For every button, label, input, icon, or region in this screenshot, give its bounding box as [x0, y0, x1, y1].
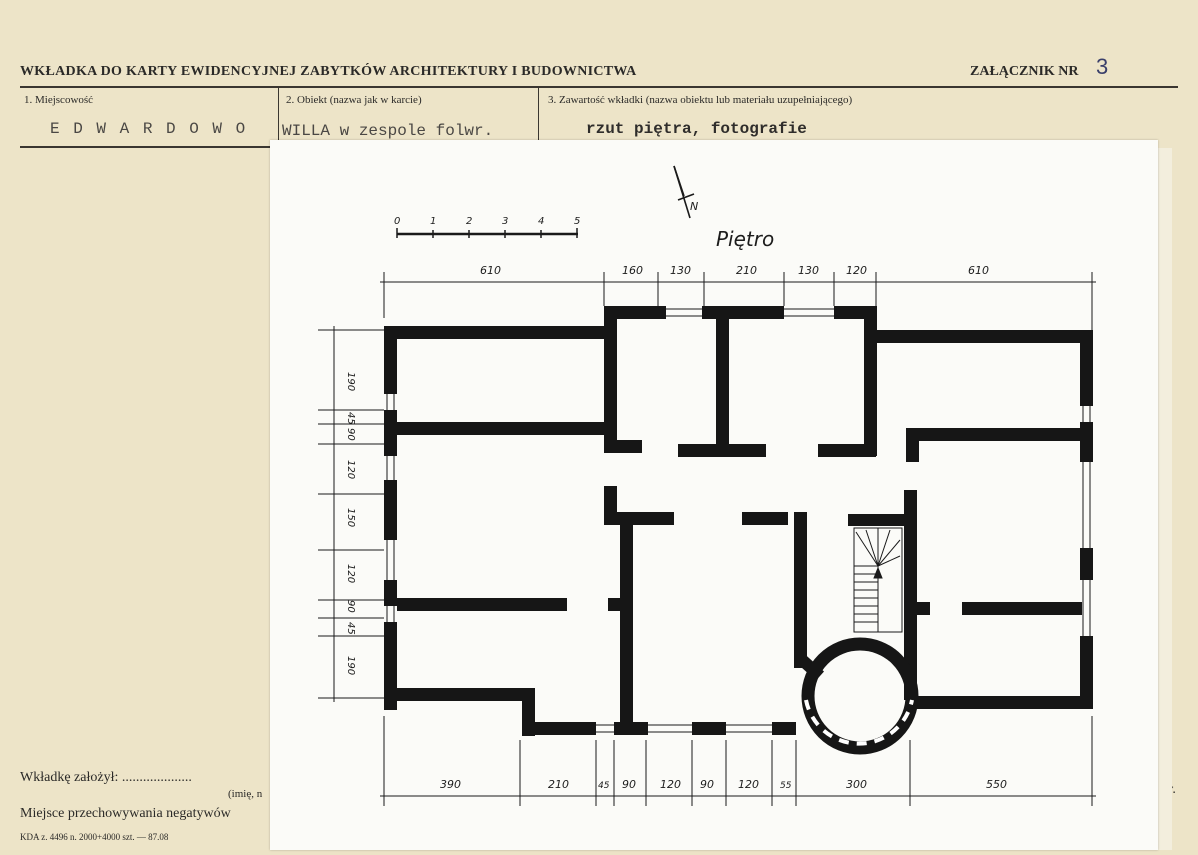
staircase [853, 527, 903, 633]
dimension-label: 120 [846, 264, 867, 277]
dimension-label: 610 [480, 264, 501, 277]
dimension-label: 45 [598, 781, 610, 791]
form-title: WKŁADKA DO KARTY EWIDENCYJNEJ ZABYTKÓW A… [20, 64, 637, 79]
annex-label: ZAŁĄCZNIK NR [970, 64, 1079, 79]
dimension-label: 300 [846, 778, 867, 791]
field-divider-1 [278, 88, 279, 140]
field-2-label: 2. Obiekt (nazwa jak w karcie) [286, 94, 422, 106]
name-hint: (imię, n [228, 788, 263, 800]
created-by-label: Wkładkę założył: .................... [20, 770, 192, 785]
plan-title: Piętro [716, 227, 774, 251]
field-divider-2 [538, 88, 539, 140]
bottom-dimension-line [380, 716, 1096, 806]
field-3-value: rzut piętra, fotografie [586, 120, 807, 138]
left-dimensions: 190 45 90 120 150 120 90 45 190 [345, 372, 356, 675]
dimension-label: 120 [738, 778, 759, 791]
scale-labels: 0 1 2 3 4 5 [394, 216, 580, 227]
dimension-label: 390 [440, 778, 461, 791]
dimension-label: 45 [345, 412, 356, 425]
scale-label: 3 [502, 216, 508, 227]
windows [386, 308, 1091, 733]
floor-plan-sheet: Piętro N 0 1 2 3 4 5 [270, 140, 1158, 850]
dimension-label: 150 [345, 508, 356, 527]
field-1-value: E D W A R D O W O [50, 120, 248, 138]
field-3-label: 3. Zawartość wkładki (nazwa obiektu lub … [548, 94, 853, 106]
header-rule [20, 86, 1178, 88]
dimension-label: 210 [736, 264, 757, 277]
top-dimensions: 610 160 130 210 130 120 610 [480, 264, 989, 277]
dimension-label: 120 [660, 778, 681, 791]
dimension-label: 190 [345, 372, 356, 391]
north-arrow-icon [673, 165, 695, 219]
dimension-label: 130 [798, 264, 819, 277]
scale-label: 2 [466, 216, 472, 227]
scale-label: 0 [394, 216, 400, 227]
field-2-value: WILLA w zespole folwr. [282, 122, 494, 140]
north-label: N [690, 200, 698, 213]
dimension-label: 90 [700, 778, 714, 791]
left-dimension-line [318, 326, 384, 702]
scale-label: 4 [538, 216, 544, 227]
dimension-label: 120 [345, 564, 356, 583]
round-tower [795, 637, 919, 755]
bottom-dimensions: 390 210 45 90 120 90 120 55 300 550 [440, 778, 1007, 791]
dimension-label: 90 [345, 600, 356, 613]
top-dimension-line [380, 272, 1096, 330]
dimension-label: 90 [345, 428, 356, 441]
scale-label: 5 [574, 216, 580, 227]
dimension-label: 45 [345, 622, 356, 635]
scale-bar [396, 228, 578, 238]
floor-plan-drawing: Piętro N 0 1 2 3 4 5 [318, 165, 1096, 806]
dimension-label: 55 [780, 781, 792, 791]
dimension-label: 120 [345, 460, 356, 479]
walls [384, 306, 1093, 736]
dimension-label: 610 [968, 264, 989, 277]
dimension-label: 90 [622, 778, 636, 791]
print-info: KDA z. 4496 n. 2000+4000 szt. — 87.08 [20, 832, 169, 842]
scale-label: 1 [430, 216, 436, 227]
dimension-label: 160 [622, 264, 643, 277]
fields-rule [20, 146, 275, 148]
field-1-label: 1. Miejscowość [24, 94, 94, 106]
annex-number: 3 [1096, 54, 1109, 79]
sheet-edge [1158, 148, 1172, 850]
dimension-label: 550 [986, 778, 1007, 791]
dimension-label: 190 [345, 656, 356, 675]
dimension-label: 210 [548, 778, 569, 791]
negatives-storage-label: Miejsce przechowywania negatywów [20, 806, 231, 821]
dimension-label: 130 [670, 264, 691, 277]
